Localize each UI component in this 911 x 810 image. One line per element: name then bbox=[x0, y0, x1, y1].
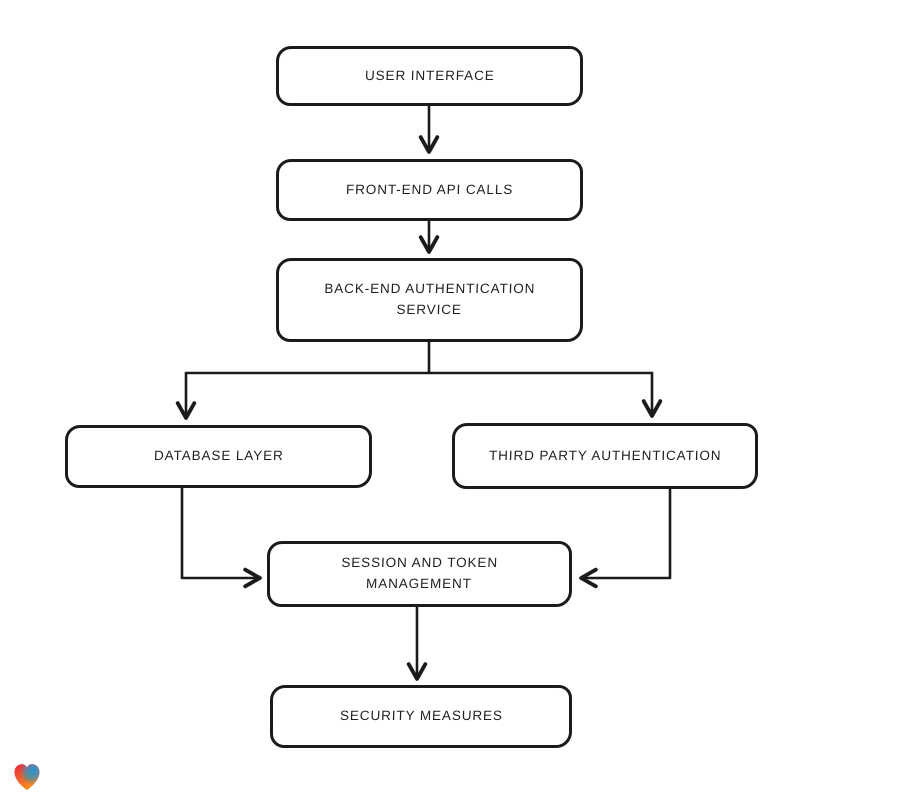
node-back-end-authentication-service-label: BACK-END AUTHENTICATION SERVICE bbox=[324, 281, 536, 317]
node-database-layer-label: DATABASE LAYER bbox=[153, 448, 284, 464]
node-third-party-authentication-label: THIRD PARTY AUTHENTICATION bbox=[488, 447, 722, 463]
node-database-layer: DATABASE LAYER bbox=[65, 425, 372, 488]
node-user-interface: USER INTERFACE bbox=[276, 46, 583, 106]
node-security-measures-label: SECURITY MEASURES bbox=[339, 708, 503, 724]
node-front-end-api-calls: FRONT-END API CALLS bbox=[276, 159, 583, 221]
node-security-measures: SECURITY MEASURES bbox=[270, 685, 572, 748]
edge-back-end-branch-trunk bbox=[184, 340, 654, 375]
heart-logo[interactable] bbox=[9, 758, 45, 794]
node-third-party-authentication: THIRD PARTY AUTHENTICATION bbox=[452, 423, 758, 489]
node-user-interface-label: USER INTERFACE bbox=[364, 67, 495, 83]
node-session-and-token-management: SESSION AND TOKEN MANAGEMENT bbox=[267, 541, 572, 607]
heart-logo-icon bbox=[14, 764, 40, 791]
node-back-end-authentication-service: BACK-END AUTHENTICATION SERVICE bbox=[276, 258, 583, 342]
edge-third-party-to-session bbox=[579, 487, 672, 589]
edge-database-layer-to-session bbox=[180, 486, 262, 589]
node-session-and-token-management-label: SESSION AND TOKEN MANAGEMENT bbox=[341, 555, 499, 591]
node-front-end-api-calls-label: FRONT-END API CALLS bbox=[345, 181, 514, 197]
